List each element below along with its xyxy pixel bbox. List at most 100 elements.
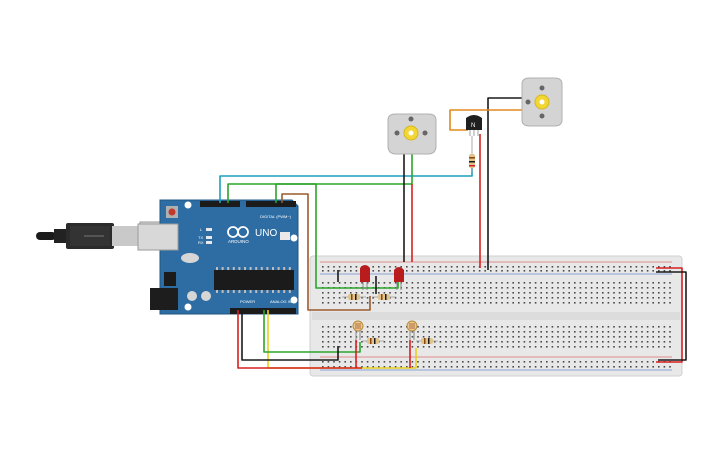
breadboard-hole[interactable] [434,331,436,333]
breadboard-hole[interactable] [495,326,498,328]
breadboard-hole[interactable] [512,366,514,368]
breadboard-hole[interactable] [669,297,671,299]
breadboard-hole[interactable] [523,287,526,289]
breadboard-hole[interactable] [422,270,425,272]
breadboard-hole[interactable] [350,366,352,368]
breadboard-hole[interactable] [602,346,604,348]
breadboard-hole[interactable] [523,282,526,284]
breadboard-hole[interactable] [400,346,402,348]
breadboard-hole[interactable] [540,341,542,343]
breadboard-hole[interactable] [322,331,324,333]
breadboard-hole[interactable] [467,292,470,294]
breadboard-hole[interactable] [344,361,346,363]
breadboard-hole[interactable] [646,297,649,299]
breadboard-hole[interactable] [445,297,447,299]
breadboard-hole[interactable] [590,336,593,338]
breadboard-hole[interactable] [624,282,626,284]
breadboard-hole[interactable] [557,292,559,294]
breadboard-hole[interactable] [439,270,442,272]
breadboard-hole[interactable] [490,287,492,289]
breadboard-hole[interactable] [394,266,397,268]
breadboard-hole[interactable] [618,326,621,328]
breadboard-hole[interactable] [406,270,408,272]
breadboard-hole[interactable] [350,336,352,338]
breadboard-hole[interactable] [411,331,414,333]
breadboard-hole[interactable] [439,282,442,284]
breadboard-hole[interactable] [635,346,638,348]
breadboard-hole[interactable] [607,331,610,333]
breadboard-hole[interactable] [506,266,509,268]
breadboard-hole[interactable] [327,266,330,268]
breadboard-hole[interactable] [635,292,638,294]
breadboard-hole[interactable] [434,361,436,363]
breadboard-hole[interactable] [546,331,548,333]
breadboard-hole[interactable] [406,287,408,289]
breadboard-hole[interactable] [607,297,610,299]
breadboard-hole[interactable] [411,297,414,299]
breadboard-hole[interactable] [490,341,492,343]
breadboard-hole[interactable] [344,266,346,268]
breadboard-hole[interactable] [529,302,531,304]
breadboard-hole[interactable] [613,270,615,272]
breadboard-hole[interactable] [333,297,335,299]
breadboard-hole[interactable] [512,292,514,294]
wire-red-5v[interactable] [237,310,362,369]
breadboard-hole[interactable] [473,361,475,363]
breadboard-hole[interactable] [635,297,638,299]
breadboard-hole[interactable] [456,297,458,299]
breadboard-hole[interactable] [434,292,436,294]
breadboard-hole[interactable] [590,282,593,284]
breadboard-hole[interactable] [462,361,464,363]
breadboard-hole[interactable] [417,287,419,289]
breadboard-hole[interactable] [434,336,436,338]
breadboard-hole[interactable] [590,266,593,268]
breadboard-hole[interactable] [652,326,654,328]
breadboard-hole[interactable] [355,270,358,272]
breadboard-hole[interactable] [557,361,559,363]
breadboard-hole[interactable] [534,336,537,338]
transistor-icon[interactable]: N [466,115,482,136]
breadboard-hole[interactable] [568,361,570,363]
breadboard-hole[interactable] [562,341,565,343]
breadboard-hole[interactable] [551,287,554,289]
breadboard-hole[interactable] [618,331,621,333]
breadboard-hole[interactable] [635,361,638,363]
breadboard-hole[interactable] [383,336,386,338]
breadboard-hole[interactable] [450,346,453,348]
breadboard-hole[interactable] [338,346,341,348]
breadboard-hole[interactable] [372,346,374,348]
breadboard-hole[interactable] [366,336,369,338]
breadboard-hole[interactable] [557,326,559,328]
breadboard-hole[interactable] [663,287,666,289]
breadboard-hole[interactable] [501,366,503,368]
breadboard-hole[interactable] [540,331,542,333]
breadboard-hole[interactable] [400,302,402,304]
breadboard-hole[interactable] [618,270,621,272]
breadboard-hole[interactable] [630,270,632,272]
breadboard-hole[interactable] [338,331,341,333]
breadboard-hole[interactable] [456,287,458,289]
breadboard-hole[interactable] [624,361,626,363]
breadboard-hole[interactable] [473,336,475,338]
breadboard-hole[interactable] [613,287,615,289]
breadboard-hole[interactable] [338,326,341,328]
resistor-icon[interactable] [372,294,396,300]
breadboard-hole[interactable] [383,292,386,294]
breadboard-hole[interactable] [338,366,341,368]
breadboard-hole[interactable] [607,302,610,304]
breadboard-hole[interactable] [646,270,649,272]
breadboard-hole[interactable] [478,336,481,338]
breadboard-hole[interactable] [585,341,587,343]
breadboard-hole[interactable] [602,266,604,268]
breadboard-hole[interactable] [383,282,386,284]
breadboard-hole[interactable] [417,346,419,348]
breadboard-hole[interactable] [383,270,386,272]
breadboard-hole[interactable] [613,297,615,299]
breadboard-hole[interactable] [478,287,481,289]
breadboard-hole[interactable] [562,287,565,289]
breadboard-hole[interactable] [551,292,554,294]
breadboard-hole[interactable] [361,366,363,368]
breadboard-hole[interactable] [546,297,548,299]
breadboard-hole[interactable] [641,292,643,294]
breadboard-hole[interactable] [406,331,408,333]
